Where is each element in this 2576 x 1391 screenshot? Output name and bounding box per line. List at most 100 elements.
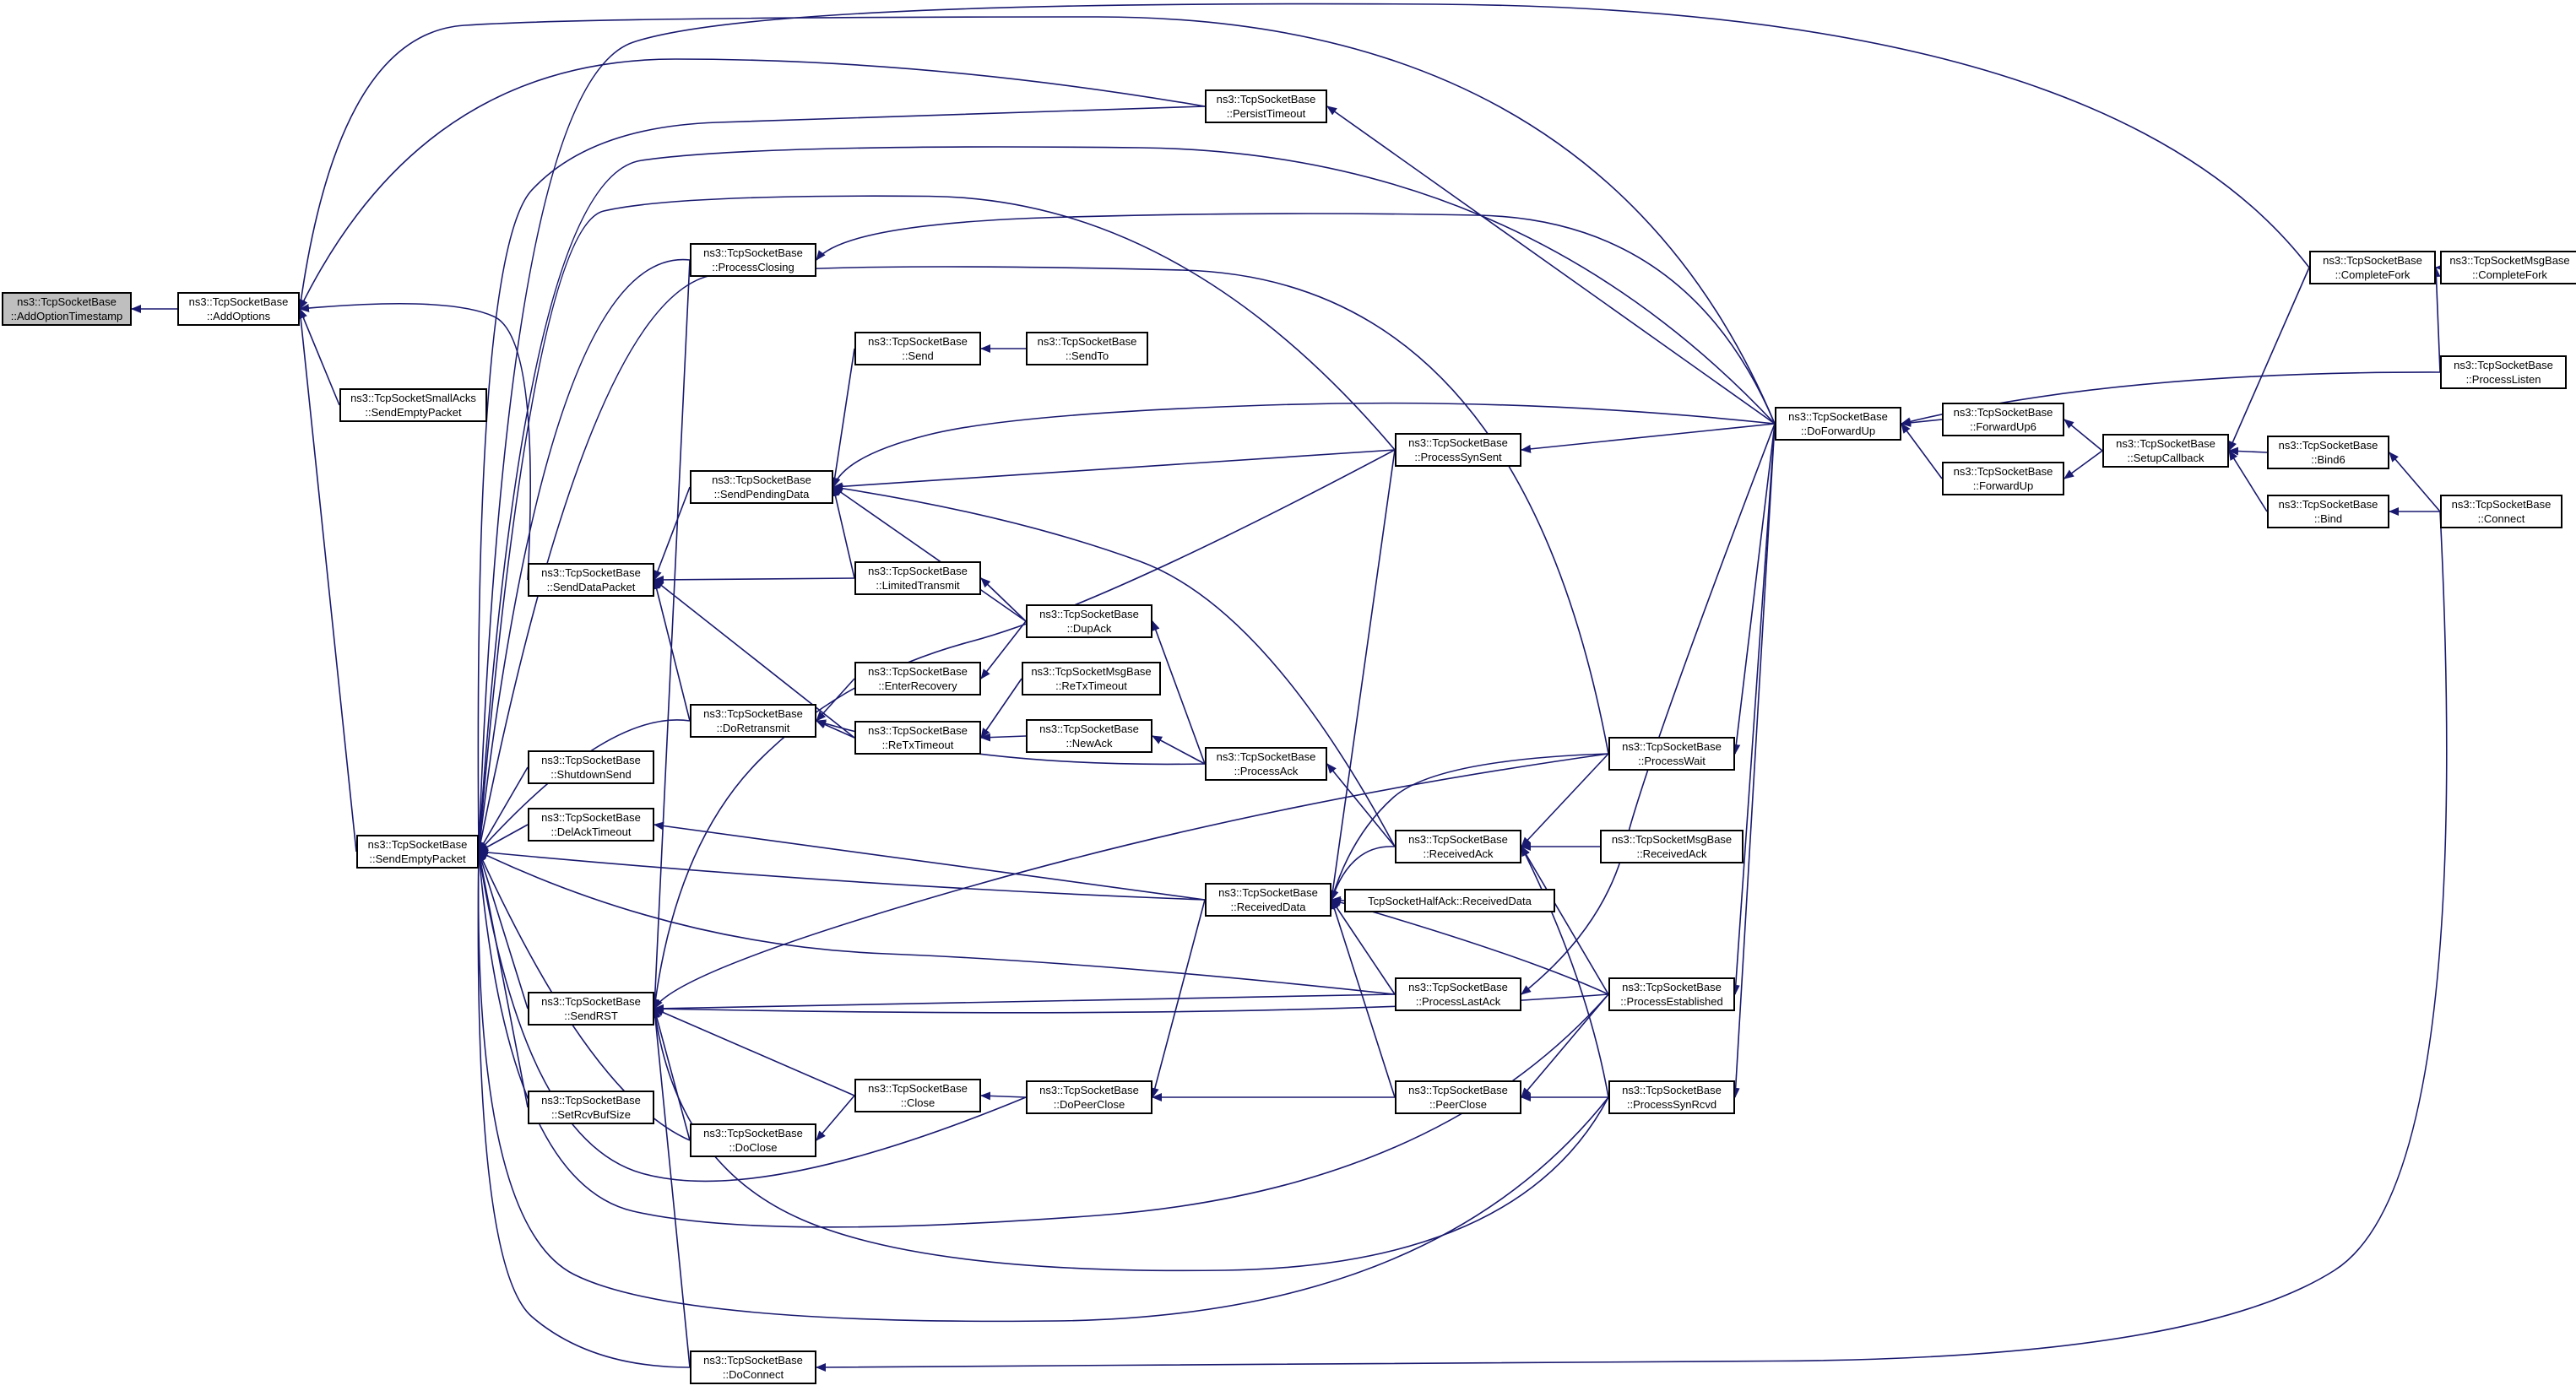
node-send-data-packet[interactable]: ns3::TcpSocketBase::SendDataPacket xyxy=(528,563,654,597)
node-process-syn-sent[interactable]: ns3::TcpSocketBase::ProcessSynSent xyxy=(1395,433,1521,467)
node-label-line: ns3::TcpSocketBase xyxy=(1408,833,1508,846)
node-label-line: ::ReTxTimeout xyxy=(881,739,954,751)
node-re-tx-timeout[interactable]: ns3::TcpSocketBase::ReTxTimeout xyxy=(854,721,981,755)
node-half-ack-received-data[interactable]: TcpSocketHalfAck::ReceivedData xyxy=(1344,889,1555,912)
node-label-line: ns3::TcpSocketBase xyxy=(1216,93,1316,106)
node-do-retransmit[interactable]: ns3::TcpSocketBase::DoRetransmit xyxy=(690,704,816,738)
node-shutdown-send[interactable]: ns3::TcpSocketBase::ShutdownSend xyxy=(528,750,654,784)
node-dup-ack[interactable]: ns3::TcpSocketBase::DupAck xyxy=(1026,604,1152,638)
node-label-line: ns3::TcpSocketBase xyxy=(703,1354,803,1367)
edge-processAck-to-dupAck xyxy=(1152,620,1206,765)
node-label-line: ::Send xyxy=(902,349,934,362)
node-process-ack[interactable]: ns3::TcpSocketBase::ProcessAck xyxy=(1205,747,1327,781)
node-label-line: ns3::TcpSocketBase xyxy=(2278,498,2378,511)
node-process-established[interactable]: ns3::TcpSocketBase::ProcessEstablished xyxy=(1608,977,1735,1011)
node-label-line: ns3::TcpSocketBase xyxy=(703,1127,803,1139)
node-process-closing[interactable]: ns3::TcpSocketBase::ProcessClosing xyxy=(690,243,816,277)
edge-close-to-doClose xyxy=(816,1095,855,1141)
node-limited-transmit[interactable]: ns3::TcpSocketBase::LimitedTransmit xyxy=(854,561,981,595)
edges-layer xyxy=(131,3,2448,1372)
edge-limitedTransmit-to-sendPendingData xyxy=(831,486,855,579)
node-send-pending-data[interactable]: ns3::TcpSocketBase::SendPendingData xyxy=(690,470,833,504)
node-enter-recovery[interactable]: ns3::TcpSocketBase::EnterRecovery xyxy=(854,662,981,696)
node-forward-up[interactable]: ns3::TcpSocketBase::ForwardUp xyxy=(1942,462,2064,495)
node-label-line: ns3::TcpSocketBase xyxy=(2451,498,2552,511)
edge-processSynRcvd-to-receivedAck xyxy=(1521,846,1609,1098)
edge-setRcvBufSize-to-sendEmptyPacket xyxy=(476,851,529,1108)
edge-limitedTransmit-to-sendDataPacket xyxy=(653,575,855,584)
node-process-wait[interactable]: ns3::TcpSocketBase::ProcessWait xyxy=(1608,737,1735,771)
node-send-to[interactable]: ns3::TcpSocketBase::SendTo xyxy=(1026,332,1148,365)
node-msg-complete-fork[interactable]: ns3::TcpSocketMsgBase::CompleteFork xyxy=(2440,251,2576,284)
edge-doForwardUp-to-processSynRcvd xyxy=(1731,423,1776,1098)
node-label-line: ::DupAck xyxy=(1066,622,1112,635)
node-label-line: ns3::TcpSocketBase xyxy=(17,295,117,308)
node-label-line: ns3::TcpSocketBase xyxy=(541,995,641,1008)
node-forward-up6[interactable]: ns3::TcpSocketBase::ForwardUp6 xyxy=(1942,403,2064,436)
node-do-close[interactable]: ns3::TcpSocketBase::DoClose xyxy=(690,1123,816,1157)
node-bind[interactable]: ns3::TcpSocketBase::Bind xyxy=(2267,495,2389,528)
edge-msgReTxTimeout-to-reTxTimeout xyxy=(980,678,1022,739)
node-label-line: ::NewAck xyxy=(1066,737,1113,750)
node-label-line: ns3::TcpSocketBase xyxy=(1216,750,1316,763)
node-peer-close[interactable]: ns3::TcpSocketBase::PeerClose xyxy=(1395,1080,1521,1114)
node-process-listen[interactable]: ns3::TcpSocketBase::ProcessListen xyxy=(2440,355,2567,389)
node-close[interactable]: ns3::TcpSocketBase::Close xyxy=(854,1079,981,1112)
node-label-line: ::ProcessSynSent xyxy=(1414,451,1502,463)
node-do-forward-up[interactable]: ns3::TcpSocketBase::DoForwardUp xyxy=(1775,407,1901,441)
edge-smallAcksSendEmpty-to-addOptions xyxy=(299,308,340,406)
edge-connect-to-doConnect xyxy=(816,511,2448,1372)
edge-persistTimeout-to-addOptions xyxy=(299,58,1206,310)
node-received-ack[interactable]: ns3::TcpSocketBase::ReceivedAck xyxy=(1395,830,1521,863)
node-label-line: ::Bind xyxy=(2313,512,2343,525)
node-process-last-ack[interactable]: ns3::TcpSocketBase::ProcessLastAck xyxy=(1395,977,1521,1011)
edge-peerClose-to-receivedData xyxy=(1330,899,1396,1098)
node-msg-re-tx-timeout[interactable]: ns3::TcpSocketMsgBase::ReTxTimeout xyxy=(1022,662,1161,696)
node-received-data[interactable]: ns3::TcpSocketBase::ReceivedData xyxy=(1205,883,1331,917)
node-bind6[interactable]: ns3::TcpSocketBase::Bind6 xyxy=(2267,436,2389,469)
node-label-line: ::SendRST xyxy=(564,1009,618,1022)
edge-shutdownSend-to-sendEmptyPacket xyxy=(478,766,529,852)
node-connect[interactable]: ns3::TcpSocketBase::Connect xyxy=(2440,495,2562,528)
node-label-line: ns3::TcpSocketBase xyxy=(703,707,803,720)
edge-receivedData-to-doPeerClose xyxy=(1150,899,1206,1098)
node-del-ack-timeout[interactable]: ns3::TcpSocketBase::DelAckTimeout xyxy=(528,808,654,842)
node-label-line: ::ReTxTimeout xyxy=(1055,679,1127,692)
node-label-line: ::SetRcvBufSize xyxy=(551,1108,631,1121)
node-new-ack[interactable]: ns3::TcpSocketBase::NewAck xyxy=(1026,719,1152,753)
node-label-line: ::AddOptions xyxy=(206,310,271,322)
node-send-r-s-t[interactable]: ns3::TcpSocketBase::SendRST xyxy=(528,992,654,1026)
node-msg-received-ack[interactable]: ns3::TcpSocketMsgBase::ReceivedAck xyxy=(1600,830,1744,863)
node-process-syn-rcvd[interactable]: ns3::TcpSocketBase::ProcessSynRcvd xyxy=(1608,1080,1735,1114)
edge-processEstablished-to-receivedAck xyxy=(1521,846,1609,995)
node-label-line: ::ForwardUp xyxy=(1972,479,2034,492)
node-label-line: ns3::TcpSocketBase xyxy=(868,1082,968,1095)
node-label-line: ns3::TcpSocketBase xyxy=(541,1094,641,1107)
edge-processWait-to-sendEmptyPacket xyxy=(476,266,1609,852)
node-label-line: ns3::TcpSocketBase xyxy=(1408,1084,1508,1096)
node-set-rcv-buf-size[interactable]: ns3::TcpSocketBase::SetRcvBufSize xyxy=(528,1091,654,1124)
node-label-line: ns3::TcpSocketBase xyxy=(1408,981,1508,993)
node-setup-callback[interactable]: ns3::TcpSocketBase::SetupCallback xyxy=(2102,434,2229,468)
edge-doForwardUp-to-processLastAck xyxy=(1521,423,1776,995)
node-do-connect[interactable]: ns3::TcpSocketBase::DoConnect xyxy=(690,1350,816,1384)
node-small-acks-send-empty[interactable]: ns3::TcpSocketSmallAcks::SendEmptyPacket xyxy=(339,388,487,422)
node-label-line: ns3::TcpSocketBase xyxy=(1039,723,1139,735)
edge-doRetransmit-to-sendDataPacket xyxy=(652,579,691,722)
node-send-empty-packet[interactable]: ns3::TcpSocketBase::SendEmptyPacket xyxy=(356,835,479,869)
node-add-option-timestamp[interactable]: ns3::TcpSocketBase::AddOptionTimestamp xyxy=(2,292,132,326)
node-do-peer-close[interactable]: ns3::TcpSocketBase::DoPeerClose xyxy=(1026,1080,1152,1114)
node-complete-fork[interactable]: ns3::TcpSocketBase::CompleteFork xyxy=(2309,251,2436,284)
edge-doForwardUp-to-addOptions xyxy=(296,16,1776,425)
edge-processSynSent-to-sendPendingData xyxy=(832,449,1396,491)
edge-processEstablished-to-receivedData xyxy=(1331,898,1609,995)
edge-processAck-to-newAck xyxy=(1152,735,1206,765)
node-add-options[interactable]: ns3::TcpSocketBase::AddOptions xyxy=(177,292,300,326)
node-label-line: ns3::TcpSocketBase xyxy=(1953,406,2053,419)
edge-processLastAck-to-sendRST xyxy=(653,993,1396,1013)
edge-doForwardUp-to-processClosing xyxy=(816,213,1776,425)
node-send[interactable]: ns3::TcpSocketBase::Send xyxy=(854,332,981,365)
edge-doClose-to-sendEmptyPacket xyxy=(478,851,691,1141)
node-persist-timeout[interactable]: ns3::TcpSocketBase::PersistTimeout xyxy=(1205,89,1327,123)
edge-processEstablished-to-peerClose xyxy=(1521,993,1609,1098)
